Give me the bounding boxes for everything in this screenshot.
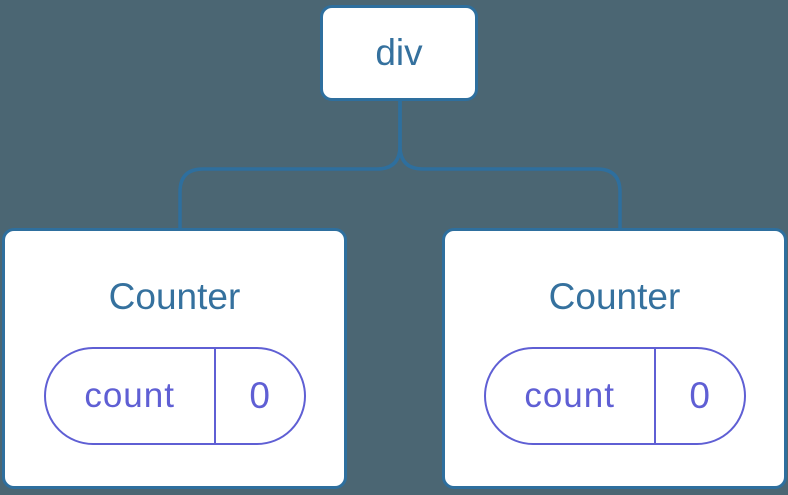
tree-node-counter-2: Counter count 0 — [442, 228, 787, 489]
state-value: 0 — [249, 375, 270, 416]
state-value: 0 — [689, 375, 710, 416]
state-key: count — [486, 349, 656, 443]
component-title: Counter — [548, 276, 681, 317]
root-node-label: div — [375, 32, 423, 73]
state-key: count — [46, 349, 216, 443]
component-title: Counter — [108, 276, 241, 317]
connector-right-branch — [398, 101, 622, 229]
state-pill: count 0 — [43, 347, 306, 445]
state-pill: count 0 — [483, 347, 746, 445]
connector-left-branch — [178, 101, 402, 229]
tree-node-counter-1: Counter count 0 — [2, 228, 347, 489]
tree-node-div: div — [320, 5, 478, 101]
